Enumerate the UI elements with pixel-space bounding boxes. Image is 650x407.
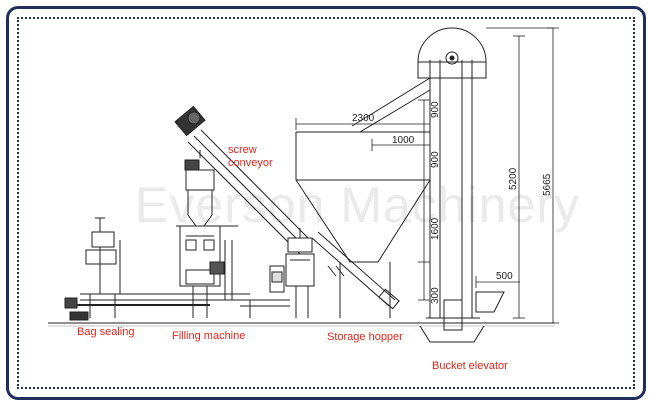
dim-5665: 5665 [542, 173, 553, 196]
dim-5200: 5200 [508, 167, 519, 190]
bag-sealing-machine [64, 217, 250, 321]
dim-2300: 2300 [352, 113, 375, 124]
label-screw-conveyor: screw conveyor [228, 144, 273, 169]
dim-1000: 1000 [392, 135, 415, 146]
label-bucket-elevator: Bucket elevator [432, 360, 508, 372]
screw-conveyor [174, 105, 313, 255]
dimension-lines [295, 27, 559, 324]
filling-machine [176, 159, 290, 318]
label-filling-machine: Filling machine [172, 330, 246, 342]
dim-500: 500 [496, 271, 513, 282]
dim-300: 300 [430, 287, 441, 304]
dim-900-lower: 900 [430, 151, 441, 168]
outer-frame [6, 6, 646, 400]
inner-dotted-frame [17, 17, 635, 389]
bucket-elevator [351, 27, 505, 343]
label-storage-hopper: Storage hopper [327, 331, 403, 343]
storage-hopper [295, 131, 431, 318]
watermark: Everson Machinery [135, 177, 580, 233]
dim-900-upper: 900 [430, 101, 441, 118]
control-cabinet [269, 228, 315, 318]
label-bag-sealing: Bag sealing [77, 326, 135, 338]
dim-1600: 1600 [430, 217, 441, 240]
